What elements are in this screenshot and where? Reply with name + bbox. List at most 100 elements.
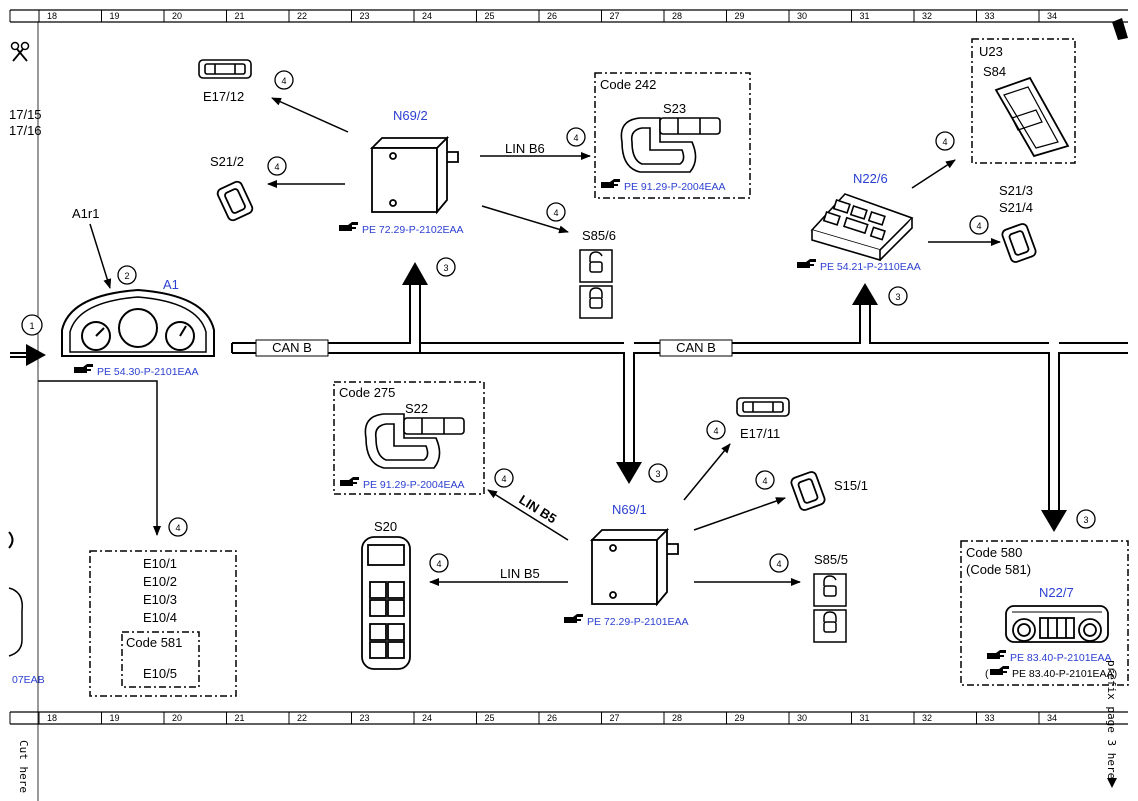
callout-number: 4 [942, 137, 947, 147]
bottom-grid-number: 24 [422, 713, 432, 723]
instrument-cluster-icon [61, 288, 215, 357]
e10-group-box [89, 550, 237, 697]
bottom-grid-number: 26 [547, 713, 557, 723]
code-275-box [333, 381, 485, 495]
s85-5-unlock-button-icon [813, 573, 847, 607]
can-b-label-left: CAN B [272, 340, 312, 355]
callout-circle [1076, 509, 1096, 529]
pointing-hand-icon [990, 666, 1009, 675]
top-grid-number: 32 [922, 11, 932, 21]
pe-reference-link[interactable]: PE 83.40-P-2101EAA [1010, 652, 1112, 664]
callout-circle [755, 470, 775, 490]
s85-6-lock-button-icon [579, 285, 613, 319]
callout-circle [566, 127, 586, 147]
left-code-label: 07EAB [12, 674, 45, 686]
callout-number: 4 [175, 523, 180, 533]
can-b-label-box-right [659, 339, 733, 357]
ref-17-16: 17/16 [9, 123, 42, 138]
top-grid-number: 29 [735, 11, 745, 21]
callout-circle [274, 70, 294, 90]
pe-reference-link[interactable]: PE 54.21-P-2110EAA [820, 261, 921, 273]
pointing-hand-icon [987, 650, 1006, 659]
top-grid-number: 18 [47, 11, 57, 21]
scissors-icon [10, 41, 30, 62]
s21-4-label: S21/4 [999, 200, 1033, 215]
pointing-hand-icon [340, 477, 359, 486]
n69-1-name: N69/1 [612, 502, 647, 517]
callout-circle [117, 265, 137, 285]
bottom-grid-number: 22 [297, 713, 307, 723]
s84-selector-lever-icon [994, 76, 1070, 158]
callout-number: 4 [501, 474, 506, 484]
top-grid-number: 34 [1047, 11, 1057, 21]
ref-17-15: 17/15 [9, 107, 42, 122]
signal-arrows [89, 97, 1001, 586]
can-b-label-box-left [255, 339, 329, 357]
top-grid-number: 28 [672, 11, 682, 21]
s23-seat-switch-icon [620, 117, 721, 173]
callout-number: 4 [573, 133, 578, 143]
top-grid-number: 20 [172, 11, 182, 21]
code-580-label: Code 580 [966, 545, 1022, 560]
callout-circle [969, 215, 989, 235]
e17-11-label: E17/11 [740, 426, 780, 441]
e10-4-label: E10/4 [143, 610, 177, 625]
bus-arrow-down-n69-1 [616, 462, 642, 484]
e10-1-label: E10/1 [143, 556, 177, 571]
s22-seat-switch-icon [364, 413, 465, 469]
callout-circle [706, 420, 726, 440]
n22-7-climate-panel-icon [1005, 605, 1109, 643]
callout-number: 2 [124, 271, 129, 281]
s84-label: S84 [983, 64, 1006, 79]
callout-number: 4 [274, 162, 279, 172]
s22-label: S22 [405, 401, 428, 416]
paren-open: ( [985, 668, 989, 680]
s20-label: S20 [374, 519, 397, 534]
code-581-label: Code 581 [126, 635, 182, 650]
n22-7-name: N22/7 [1039, 585, 1074, 600]
prefix-note-label: prefix page 3 here [1105, 660, 1118, 779]
u23-box [971, 38, 1076, 164]
pe-reference-link-alt[interactable]: PE 83.40-P-2101EAA) [1012, 668, 1117, 680]
pointing-hand-icon [339, 222, 358, 231]
pe-reference-link[interactable]: PE 91.29-P-2004EAA [624, 181, 726, 193]
code-581-paren-label: (Code 581) [966, 562, 1031, 577]
e10-5-label: E10/5 [143, 666, 177, 681]
cut-here-label: Cut here [17, 740, 30, 793]
corner-tab-icon [1112, 18, 1128, 40]
a1r1-label: A1r1 [72, 206, 99, 221]
callout-number: 4 [436, 559, 441, 569]
callout-number: 4 [713, 426, 718, 436]
callout-number: 3 [655, 469, 660, 479]
top-grid-number: 24 [422, 11, 432, 21]
pe-reference-link[interactable]: PE 54.30-P-2101EAA [97, 366, 199, 378]
callout-number: 3 [443, 263, 448, 273]
left-edge-fragment [8, 531, 14, 549]
callout-number: 3 [1083, 515, 1088, 525]
callout-circle [429, 553, 449, 573]
bottom-grid-ruler [9, 711, 1128, 725]
bottom-grid-number: 31 [860, 713, 870, 723]
top-grid-number: 19 [110, 11, 120, 21]
a1-name: A1 [163, 277, 179, 292]
pointing-hand-icon [74, 364, 93, 373]
callout-number: 4 [553, 208, 558, 218]
n22-6-control-panel-icon [810, 193, 914, 262]
s85-5-label: S85/5 [814, 552, 848, 567]
pe-reference-link[interactable]: PE 72.29-P-2101EAA [587, 616, 689, 628]
top-grid-number: 22 [297, 11, 307, 21]
callout-number: 4 [762, 476, 767, 486]
bottom-grid-number: 25 [485, 713, 495, 723]
bus-arrow-up-n69-2 [402, 262, 428, 285]
pe-reference-link[interactable]: PE 72.29-P-2102EAA [362, 224, 464, 236]
callout-circle [769, 553, 789, 573]
pointing-hand-icon [564, 614, 583, 623]
callout-circle [648, 463, 668, 483]
u23-label: U23 [979, 44, 1003, 59]
bus-arrow-down-n22-7 [1041, 510, 1067, 532]
n69-2-control-unit-icon [369, 135, 459, 215]
e10-3-label: E10/3 [143, 592, 177, 607]
pe-reference-link[interactable]: PE 91.29-P-2004EAA [363, 479, 465, 491]
